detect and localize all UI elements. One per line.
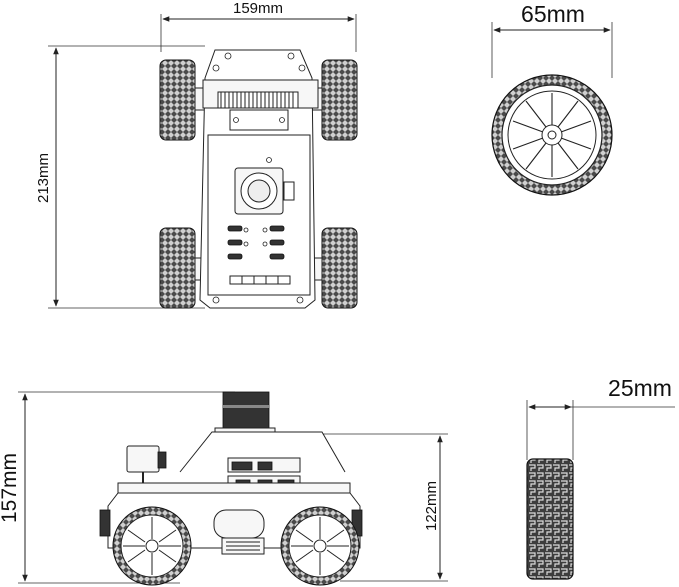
side-wheel-rear (280, 506, 360, 586)
top-wheel-front-right (321, 59, 358, 141)
body-height-dimension: 122mm (320, 433, 448, 582)
side-camera (126, 445, 167, 484)
wheel-spokes (512, 93, 592, 177)
top-view: 159mm 213mm (35, 0, 358, 309)
wheel-side-view: 25mm (526, 375, 675, 580)
top-screws (212, 52, 306, 304)
top-width-dimension: 159mm (160, 0, 357, 52)
total-height-label: 157mm (0, 453, 21, 523)
top-wheel-rear-right (321, 227, 358, 309)
top-wheel-front-left (159, 59, 196, 141)
side-lidar (214, 391, 276, 437)
wheel-diameter-dimension: 65mm (491, 1, 613, 78)
side-wheel-front (112, 506, 192, 586)
side-view: 157mm 122mm (0, 391, 448, 586)
wheel-width-dimension: 25mm (526, 375, 675, 460)
top-width-label: 159mm (233, 0, 283, 17)
top-wheel-rear-left (159, 227, 196, 309)
wheel-diameter-label: 65mm (521, 1, 585, 27)
wheel-front-view: 65mm (491, 1, 613, 196)
top-camera-module (234, 167, 295, 215)
top-length-dimension: 213mm (35, 45, 205, 309)
top-slots (227, 225, 291, 285)
wheel-width-label: 25mm (608, 375, 672, 401)
top-heatsink (217, 91, 299, 109)
body-height-label: 122mm (423, 481, 440, 531)
top-length-label: 213mm (35, 153, 52, 203)
top-chassis (199, 49, 319, 309)
